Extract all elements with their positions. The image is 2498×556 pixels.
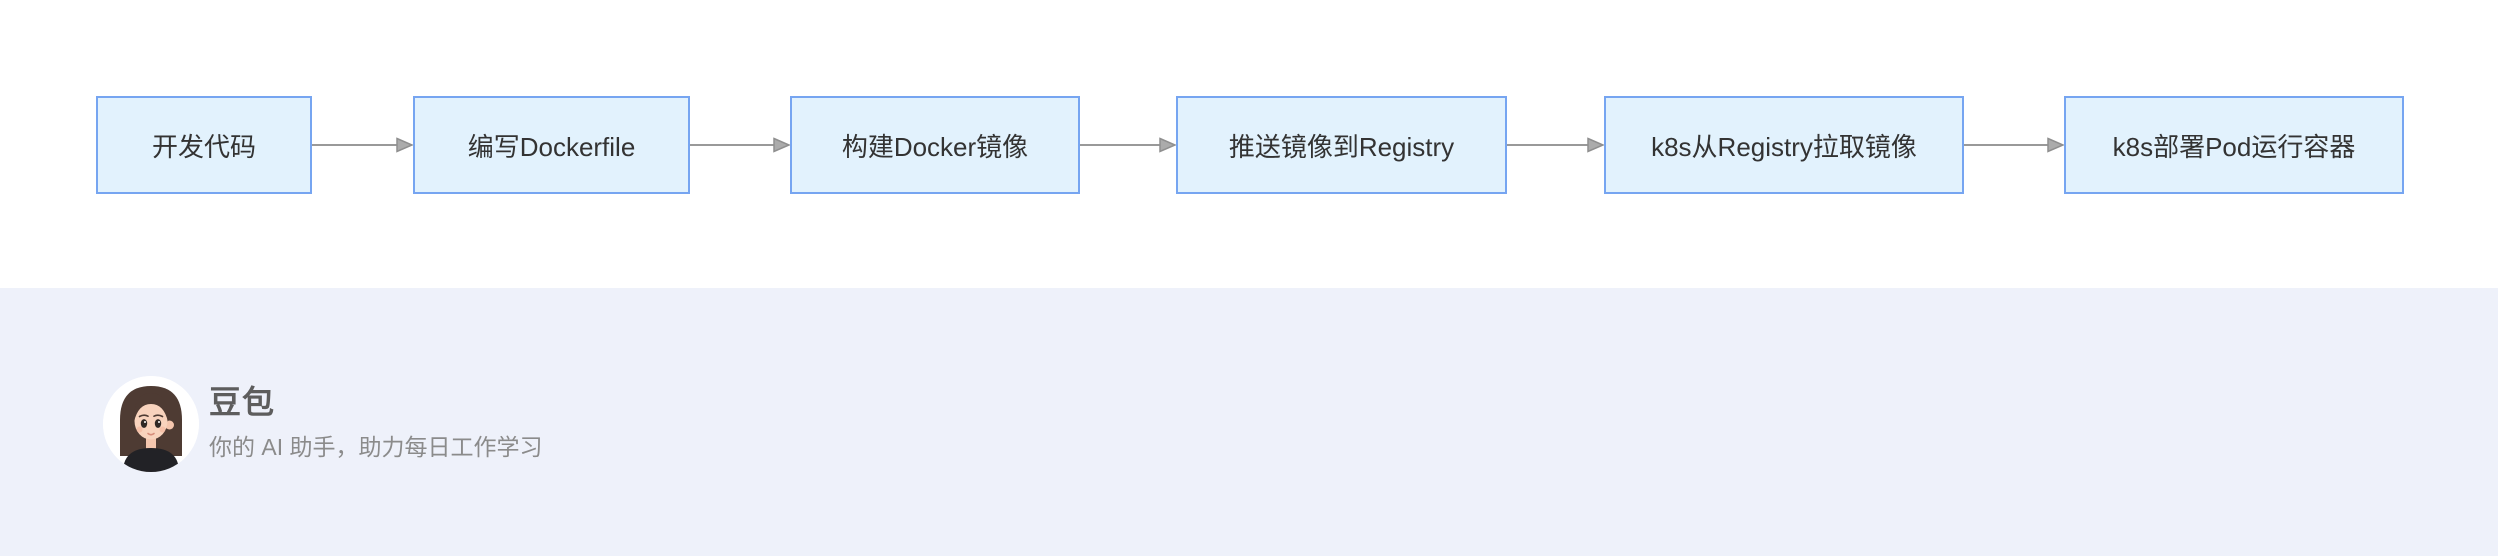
arrow-right-icon	[1507, 137, 1604, 153]
flow-node-deploy-pod: k8s部署Pod运行容器	[2064, 96, 2404, 194]
flow-node-label: 编写Dockerfile	[467, 131, 636, 162]
flow-edge-4	[1507, 135, 1604, 155]
arrow-right-icon	[1964, 137, 2064, 153]
doubao-girl-avatar-icon	[103, 376, 199, 472]
arrow-right-icon	[1080, 137, 1176, 153]
flow-node-write-dockerfile: 编写Dockerfile	[413, 96, 690, 194]
flow-edge-3	[1080, 135, 1176, 155]
flowchart-diagram: 开发代码 编写Dockerfile 构建Docker镜像 推送镜像到Regist…	[96, 96, 2404, 194]
brand-block: 豆包 你的 AI 助手，助力每日工作学习	[209, 384, 543, 460]
flow-edge-1	[312, 135, 413, 155]
flow-node-label: 构建Docker镜像	[841, 131, 1029, 162]
flow-node-label: k8s从Registry拉取镜像	[1651, 131, 1917, 162]
avatar	[103, 376, 199, 472]
flow-node-label: 推送镜像到Registry	[1228, 131, 1455, 162]
brand-tagline: 你的 AI 助手，助力每日工作学习	[209, 434, 543, 460]
flow-node-build-image: 构建Docker镜像	[790, 96, 1080, 194]
flow-node-push-registry: 推送镜像到Registry	[1176, 96, 1507, 194]
footer-brand-panel: 豆包 你的 AI 助手，助力每日工作学习	[0, 288, 2498, 556]
brand-name: 豆包	[209, 384, 276, 420]
flow-node-pull-image: k8s从Registry拉取镜像	[1604, 96, 1964, 194]
arrow-right-icon	[690, 137, 790, 153]
flow-edge-2	[690, 135, 790, 155]
flow-node-label: k8s部署Pod运行容器	[2112, 131, 2356, 162]
flow-node-develop-code: 开发代码	[96, 96, 312, 194]
flow-node-label: 开发代码	[151, 131, 256, 162]
arrow-right-icon	[312, 137, 413, 153]
flow-edge-5	[1964, 135, 2064, 155]
